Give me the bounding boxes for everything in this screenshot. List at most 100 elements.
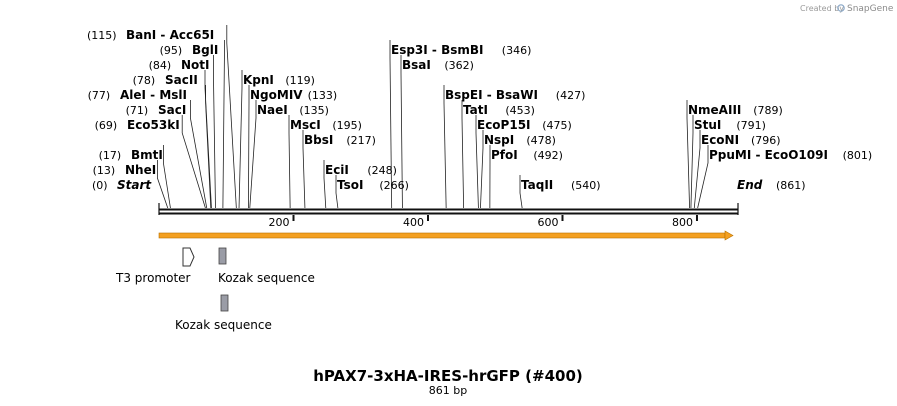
site-sacii: (78) SacII (133, 73, 198, 87)
site-name: TaqII (521, 178, 553, 192)
site-naei: (135) NaeI (257, 103, 329, 117)
site-name: BspEI - BsaWI (445, 88, 538, 102)
site-ngomiv: (133)NgoMIV (250, 88, 337, 102)
site-leader-line (686, 100, 690, 209)
site-position: (248) (367, 164, 397, 177)
site-position: (478) (526, 134, 556, 147)
ruler-tick-label: 200 (268, 216, 289, 229)
feature-t3-promoter: T3 promoter (115, 247, 195, 285)
site-leader-line (288, 115, 291, 209)
site-name: PfoI (491, 148, 518, 162)
site-name: BmtI (131, 148, 163, 162)
site-saci: (71)SacI (126, 103, 187, 117)
site-kpni: (119)KpnI (243, 73, 315, 87)
site-position: (789) (753, 104, 783, 117)
site-name: TsoI (337, 178, 363, 192)
site-leader-line (204, 70, 212, 209)
feature-label: Kozak sequence (218, 271, 315, 285)
ruler-tick-label: 600 (537, 216, 558, 229)
end-pos: (861) (776, 179, 806, 192)
site-name: Eco53kI (127, 118, 180, 132)
site-leader-line (475, 115, 479, 209)
site-name: NmeAIII (688, 103, 741, 117)
site-position: (266) (379, 179, 409, 192)
site-leader-line (248, 85, 250, 209)
site-name: BglI (192, 43, 218, 57)
site-leader-line (335, 175, 339, 209)
site-position: (135) (299, 104, 329, 117)
site-position: (69) (95, 119, 118, 132)
site-leader-line (162, 145, 171, 209)
site-tsoi: (266) TsoI (337, 178, 409, 192)
site-leader-line (697, 145, 709, 209)
site-position: (796) (751, 134, 781, 147)
credit-prefix: Created by (800, 4, 844, 13)
start-pos: (0) (92, 179, 108, 192)
start-label: Start (117, 178, 152, 192)
site-econi: (796)EcoNI (701, 133, 781, 147)
site-bsai: (362)BsaI (402, 58, 474, 72)
site-leader-line (156, 160, 169, 209)
site-name: NaeI (257, 103, 288, 117)
site-leader-line (690, 115, 694, 209)
site-ppumi-ecoo109i: (801)PpuMI - EcoO109I (709, 148, 872, 162)
site-name: EciI (325, 163, 349, 177)
site-position: (17) (99, 149, 122, 162)
site-name: NspI (484, 133, 514, 147)
site-position: (195) (332, 119, 362, 132)
orf-arrowhead-icon (724, 230, 734, 241)
feature-kozak-1: Kozak sequence (218, 247, 315, 285)
site-name: SacI (158, 103, 186, 117)
feature-kozak-2: Kozak sequence (175, 294, 272, 332)
site-nhei: (13) NheI (93, 163, 157, 177)
site-name: StuI (694, 118, 721, 132)
site-bani-acc65i: (115)BanI - Acc65I (87, 28, 214, 42)
site-position: (540) (571, 179, 601, 192)
site-eco53ki: (69) Eco53kI (95, 118, 180, 132)
site-position: (492) (533, 149, 563, 162)
site-lines (156, 25, 709, 209)
site-nmeaiii: (789) NmeAIII (688, 103, 783, 117)
site-leader-line (222, 40, 225, 209)
site-alei-msli: (77)AleI - MslI (88, 88, 187, 102)
map-length: 861 bp (429, 384, 467, 397)
site-ecop15i: (475) EcoP15I (477, 118, 572, 132)
site-leader-line (181, 115, 206, 209)
site-esp3i-bsmbi: (346)Esp3I - BsmBI (391, 43, 531, 57)
promoter-arrow-icon (182, 247, 195, 267)
site-position: (475) (542, 119, 572, 132)
end-label-group: End (861) (737, 178, 806, 192)
site-stui: (791) StuI (694, 118, 766, 132)
site-name: EcoP15I (477, 118, 531, 132)
site-position: (78) (133, 74, 156, 87)
site-leader-line (400, 55, 403, 209)
site-leader-line (461, 100, 465, 209)
site-position: (791) (736, 119, 766, 132)
site-bgli: (95)BglI (160, 43, 219, 57)
site-leader-line (519, 175, 523, 209)
site-tati: (453)TatI (463, 103, 535, 117)
site-name: BsaI (402, 58, 431, 72)
site-nspi: (478) NspI (484, 133, 556, 147)
site-position: (453) (505, 104, 535, 117)
sequence-backbone (158, 203, 739, 215)
end-label: End (737, 178, 763, 192)
site-position: (115) (87, 29, 117, 42)
site-msci: (195)MscI (290, 118, 362, 132)
site-ecii: (248) EciI (325, 163, 397, 177)
site-name: BbsI (304, 133, 333, 147)
kozak-box (220, 294, 229, 312)
ruler-tick-label: 400 (403, 216, 424, 229)
site-position: (13) (93, 164, 116, 177)
site-position: (84) (149, 59, 172, 72)
site-name: SacII (165, 73, 198, 87)
kozak-box (218, 247, 227, 265)
site-leader-line (249, 100, 257, 209)
site-leader-line (389, 40, 393, 209)
site-leader-line (212, 55, 216, 209)
site-taqii: (540) TaqII (521, 178, 601, 192)
site-position: (133) (308, 89, 338, 102)
ruler-tick-label: 800 (672, 216, 693, 229)
site-name: NheI (125, 163, 156, 177)
